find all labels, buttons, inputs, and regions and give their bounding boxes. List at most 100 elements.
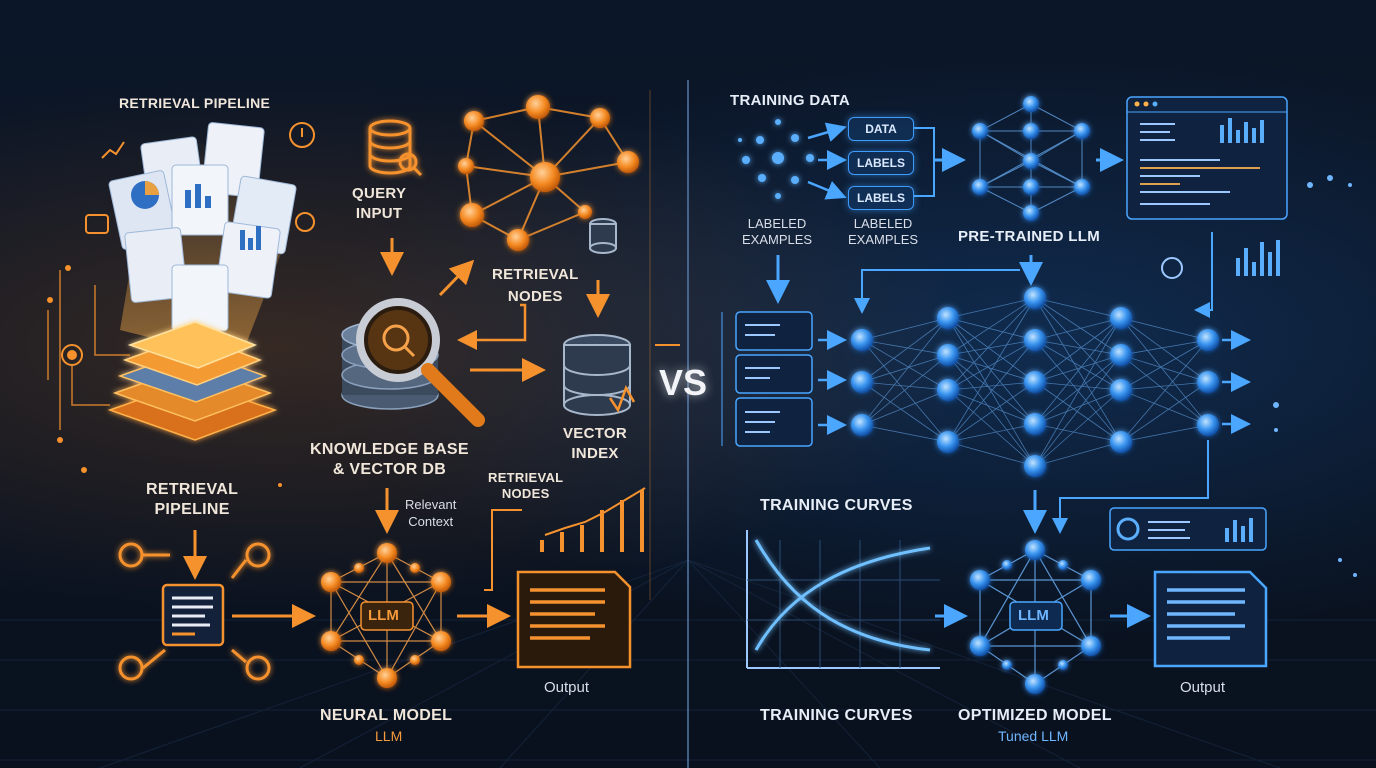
network-node (1024, 329, 1046, 351)
main-neural-network (851, 287, 1219, 477)
network-edge (1034, 339, 1122, 391)
network-edge (1120, 317, 1209, 426)
document-card-icon (161, 583, 225, 647)
chip-bracket (914, 127, 935, 197)
network-edge (1120, 389, 1209, 426)
network-edge (1034, 317, 1122, 425)
arrows-cards-to-net (818, 330, 847, 435)
network-edge (1034, 441, 1122, 467)
network-edge (1120, 354, 1209, 426)
vector-index-database-icon (563, 334, 636, 416)
sparkle-dots (47, 265, 282, 487)
knowledge-base-magnifier-icon (341, 298, 485, 427)
metrics-panel-icon (1109, 507, 1267, 551)
network-node (937, 344, 959, 366)
layer-stack-icon (107, 321, 278, 441)
llm-label-left: LLM (368, 607, 399, 624)
llm-network-orange (321, 543, 451, 688)
network-edge (1120, 424, 1209, 443)
document-stack-icon (108, 122, 297, 360)
network-edge (861, 339, 949, 443)
connector-retrieval-to-llm (484, 509, 522, 591)
network-node (1024, 371, 1046, 393)
network-node (1110, 379, 1132, 401)
network-edge (861, 424, 949, 443)
label-pretrained-llm: PRE-TRAINED LLM (958, 228, 1100, 245)
network-node (851, 371, 873, 393)
connector-top-network (854, 269, 1020, 314)
network-edge (947, 441, 1036, 467)
network-edge (1034, 389, 1122, 425)
training-curves-chart (746, 530, 940, 669)
network-node (937, 379, 959, 401)
bottom-flow-nodes (118, 542, 271, 681)
network-edge (947, 381, 1036, 391)
label-labeled-examples-2: LABELED EXAMPLES (848, 216, 919, 247)
dashboard-window-icon (1126, 96, 1288, 220)
network-edge (947, 389, 1036, 425)
network-edge (947, 339, 1036, 391)
network-edge (947, 317, 1036, 383)
chip-labels-1: LABELS (848, 151, 914, 175)
network-edge (1034, 317, 1122, 383)
arrows-network-out (1222, 330, 1251, 434)
network-node (1197, 414, 1219, 436)
output-document-icon-right (1153, 570, 1268, 668)
output-document-icon-left (516, 570, 632, 669)
chip-data: DATA (848, 117, 914, 141)
network-edge (947, 423, 1036, 443)
network-node (851, 329, 873, 351)
network-edge (1034, 297, 1122, 356)
network-edge (947, 317, 1036, 341)
example-cards (735, 311, 813, 447)
network-node (1024, 455, 1046, 477)
network-edge (1034, 317, 1122, 341)
scatter-dots-labeled (738, 119, 814, 199)
network-edge (861, 354, 949, 383)
network-edge (1034, 354, 1122, 425)
network-edge (1034, 339, 1122, 356)
network-edge (861, 339, 949, 391)
network-edge (1120, 381, 1209, 391)
decor-icons-left (61, 122, 315, 366)
network-edge (861, 317, 949, 426)
network-edge (947, 354, 1036, 467)
label-knowledge-base: KNOWLEDGE BASE & VECTOR DB (310, 441, 469, 478)
network-edge (947, 317, 1036, 425)
network-edge (861, 381, 949, 443)
label-output-right: Output (1180, 679, 1226, 696)
query-database-icon (368, 119, 423, 177)
network-edge (1034, 297, 1122, 319)
network-edge (1120, 381, 1209, 443)
network-edge (1120, 339, 1209, 391)
network-node (937, 307, 959, 329)
chip-labels-2: LABELS (848, 186, 914, 210)
label-labeled-examples-1: LABELED EXAMPLES (742, 216, 813, 247)
network-edge (947, 354, 1036, 425)
dashboard-connector (1194, 232, 1213, 318)
small-db-icon (589, 218, 617, 254)
network-edge (947, 389, 1036, 467)
mini-chart-right (1236, 240, 1280, 276)
network-edge (947, 297, 1036, 356)
network-node (1024, 287, 1046, 309)
network-edge (1034, 354, 1122, 467)
network-edge (1120, 317, 1209, 341)
network-edge (861, 339, 949, 356)
circuit-lines-left (47, 270, 130, 430)
network-node (1110, 344, 1132, 366)
label-retrieval-nodes-mid: RETRIEVAL NODES (488, 470, 564, 501)
connector-nodes (457, 303, 527, 350)
network-edge (861, 389, 949, 426)
llm-network-blue (970, 540, 1101, 694)
network-edge (861, 317, 949, 341)
network-edge (1034, 317, 1122, 467)
network-edge (1034, 389, 1122, 467)
network-edge (1034, 339, 1122, 443)
network-edge (947, 297, 1036, 319)
network-edge (947, 354, 1036, 383)
label-training-curves-bottom: TRAINING CURVES (760, 707, 913, 724)
network-edge (1034, 423, 1122, 443)
label-output-left: Output (544, 679, 590, 696)
